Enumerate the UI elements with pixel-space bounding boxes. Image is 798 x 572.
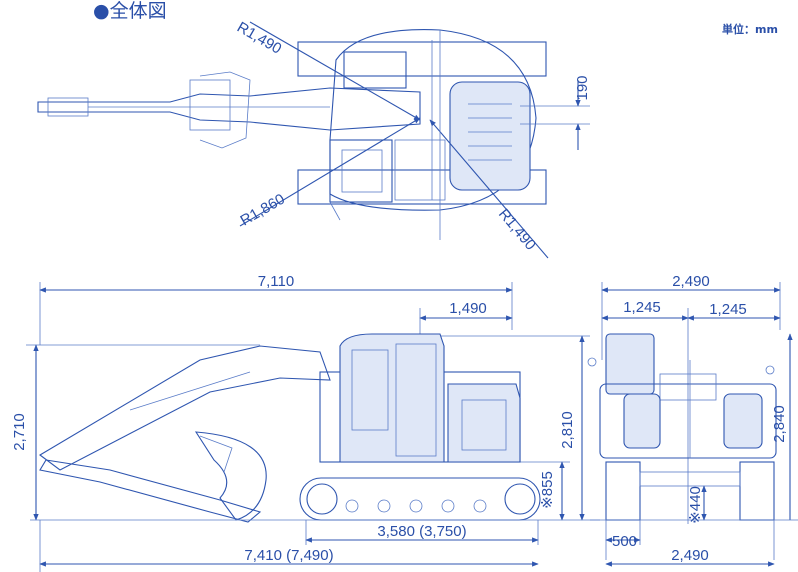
top-view-radius-front: R1,860	[238, 191, 288, 230]
top-view: 190 R1,490 R1,860 R1,490	[37, 19, 591, 259]
front-view-half-width-left: 1,245	[623, 299, 661, 316]
front-view-track-width: 2,490	[671, 547, 709, 564]
front-view-shoe-width: 500	[612, 533, 637, 550]
side-view-clearance: ※855	[539, 471, 556, 509]
top-view-offset: 190	[574, 75, 591, 100]
top-view-radius-rear-upper: R1,490	[234, 19, 284, 58]
page-title: ●全体図	[93, 0, 167, 22]
top-view-track-lower	[297, 169, 547, 205]
front-view-height: 2,840	[771, 405, 788, 443]
side-view-rear-length: 1,490	[449, 300, 487, 317]
side-view: 7,110 1,490 2,710 2,810 ※855	[11, 273, 600, 572]
front-view: 2,490 1,245 1,245 2,840 ※440	[587, 273, 798, 567]
front-view-excavator	[587, 333, 777, 521]
side-view-height: 2,710	[11, 413, 28, 451]
top-view-track-upper	[297, 41, 547, 77]
side-view-track-length: 3,580 (3,750)	[377, 523, 466, 540]
front-view-half-width-right: 1,245	[709, 301, 747, 318]
top-view-engine-hood	[449, 81, 531, 191]
top-view-cab	[329, 139, 393, 203]
unit-label: 単位：mm	[722, 22, 778, 36]
top-view-boom	[37, 71, 421, 149]
side-view-transport-length: 7,410 (7,490)	[244, 547, 333, 564]
front-view-overall-width: 2,490	[672, 273, 710, 290]
front-view-ground-clearance: ※440	[687, 486, 704, 524]
side-view-excavator	[39, 333, 541, 523]
side-view-overall-length: 7,110	[258, 273, 294, 290]
side-view-cab-height: 2,810	[559, 411, 576, 449]
side-view-track	[299, 477, 541, 521]
top-view-upper-body	[329, 29, 537, 211]
top-view-counter	[343, 51, 407, 89]
top-view-radius-rear-lower: R1,490	[495, 206, 539, 254]
